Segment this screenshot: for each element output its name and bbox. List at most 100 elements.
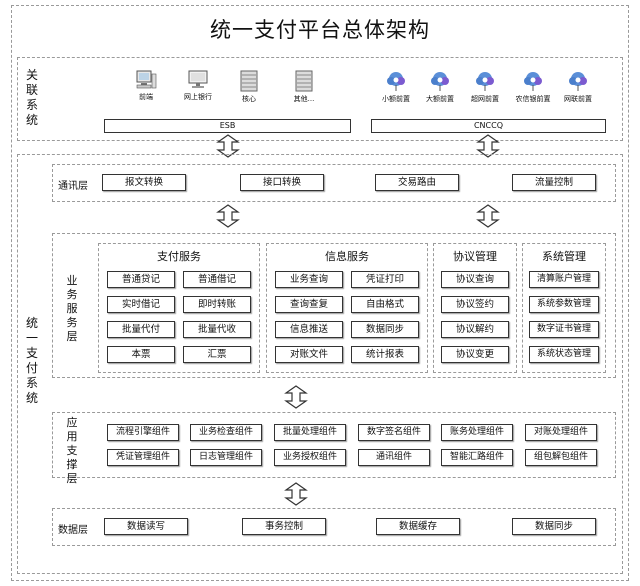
node-frontend-label: 前端: [139, 93, 153, 101]
node-core: 核心: [219, 70, 279, 104]
group-title: 支付服务: [157, 250, 201, 263]
service-item: 数字证书管理: [529, 321, 599, 338]
service-item: 批量代付: [107, 321, 175, 338]
service-item: 协议变更: [441, 346, 509, 363]
unified-payment-panel: [17, 154, 623, 574]
service-item: 普通贷记: [107, 271, 175, 288]
esb-bus: ESB: [104, 119, 351, 133]
service-item: 数据同步: [351, 321, 419, 338]
service-item: 协议查询: [441, 271, 509, 288]
node-netunion: 网联前置: [548, 70, 608, 104]
double-arrow-icon: [284, 482, 308, 506]
data-layer-panel: [52, 508, 616, 546]
component-item: 流程引擎组件: [107, 424, 179, 441]
server-icon: [240, 70, 258, 92]
node-super-net-label: 超网前置: [471, 95, 499, 103]
comm-item: 交易路由: [375, 174, 459, 191]
node-other: 其他...: [274, 70, 334, 104]
node-online-banking: 网上银行: [168, 70, 228, 102]
comm-layer-label: 通讯层: [58, 181, 88, 192]
cnccq-bus: CNCCQ: [371, 119, 606, 133]
service-item: 实时借记: [107, 296, 175, 313]
double-arrow-icon: [216, 204, 240, 228]
page-title: 统一支付平台总体架构: [210, 18, 430, 42]
component-item: 业务检查组件: [190, 424, 262, 441]
double-arrow-icon: [216, 134, 240, 158]
unified-payment-label: 统一支付系统: [25, 316, 38, 405]
group-info-services: [266, 243, 428, 373]
node-rural-credit-label: 农信银前置: [515, 95, 551, 103]
node-super-net: 超网前置: [455, 70, 515, 104]
component-item: 日志管理组件: [190, 449, 262, 466]
data-item: 数据同步: [512, 518, 596, 535]
group-title: 系统管理: [542, 250, 586, 263]
service-item: 协议签约: [441, 296, 509, 313]
node-other-label: 其他...: [293, 95, 315, 103]
business-layer-label: 业务服务层: [66, 274, 78, 343]
group-agreement-mgmt: [433, 243, 517, 373]
group-system-mgmt: [522, 243, 606, 373]
component-item: 业务授权组件: [274, 449, 346, 466]
data-layer-label: 数据层: [58, 525, 88, 536]
service-item: 汇票: [183, 346, 251, 363]
service-item: 系统状态管理: [529, 346, 599, 363]
cloud-gear-icon: [387, 72, 405, 91]
component-item: 数字签名组件: [358, 424, 430, 441]
comm-item: 流量控制: [512, 174, 596, 191]
server-icon: [295, 70, 313, 92]
component-item: 智能汇路组件: [441, 449, 513, 466]
double-arrow-icon: [284, 385, 308, 409]
monitor-icon: [188, 70, 208, 88]
cloud-gear-icon: [476, 72, 494, 91]
group-title: 信息服务: [325, 250, 369, 263]
service-item: 即时转账: [183, 296, 251, 313]
service-item: 清算账户管理: [529, 271, 599, 288]
data-item: 数据读写: [104, 518, 188, 535]
support-layer-label: 应用支撑层: [66, 416, 78, 485]
outer-frame: [11, 5, 629, 581]
service-item: 普通借记: [183, 271, 251, 288]
service-item: 查询查复: [275, 296, 343, 313]
cloud-gear-icon: [524, 72, 542, 91]
node-small-value: 小额前置: [366, 70, 426, 104]
support-layer-panel: [52, 412, 616, 478]
node-large-value-label: 大额前置: [426, 95, 454, 103]
node-core-label: 核心: [242, 95, 256, 103]
double-arrow-icon: [476, 204, 500, 228]
component-item: 对账处理组件: [525, 424, 597, 441]
cloud-gear-icon: [569, 72, 587, 91]
service-item: 凭证打印: [351, 271, 419, 288]
related-systems-panel: [17, 57, 623, 141]
data-item: 事务控制: [242, 518, 326, 535]
node-netunion-label: 网联前置: [564, 95, 592, 103]
component-item: 凭证管理组件: [107, 449, 179, 466]
related-systems-label: 关联系统: [25, 68, 38, 127]
comm-layer-panel: [52, 164, 616, 202]
component-item: 账务处理组件: [441, 424, 513, 441]
group-payment-services: [98, 243, 260, 373]
service-item: 自由格式: [351, 296, 419, 313]
service-item: 系统参数管理: [529, 296, 599, 313]
node-online-banking-label: 网上银行: [184, 93, 212, 101]
comm-item: 报文转换: [102, 174, 186, 191]
service-item: 统计报表: [351, 346, 419, 363]
data-item: 数据缓存: [376, 518, 460, 535]
node-large-value: 大额前置: [410, 70, 470, 104]
service-item: 本票: [107, 346, 175, 363]
service-item: 协议解约: [441, 321, 509, 338]
component-item: 批量处理组件: [274, 424, 346, 441]
cloud-gear-icon: [431, 72, 449, 91]
computer-icon: [136, 70, 157, 89]
service-item: 信息推送: [275, 321, 343, 338]
component-item: 组包解包组件: [525, 449, 597, 466]
comm-item: 接口转换: [240, 174, 324, 191]
component-item: 通讯组件: [358, 449, 430, 466]
business-layer-panel: [52, 233, 616, 378]
service-item: 对账文件: [275, 346, 343, 363]
service-item: 业务查询: [275, 271, 343, 288]
node-frontend: 前端: [116, 70, 176, 102]
service-item: 批量代收: [183, 321, 251, 338]
node-small-value-label: 小额前置: [382, 95, 410, 103]
node-rural-credit: 农信银前置: [503, 70, 563, 104]
double-arrow-icon: [476, 134, 500, 158]
